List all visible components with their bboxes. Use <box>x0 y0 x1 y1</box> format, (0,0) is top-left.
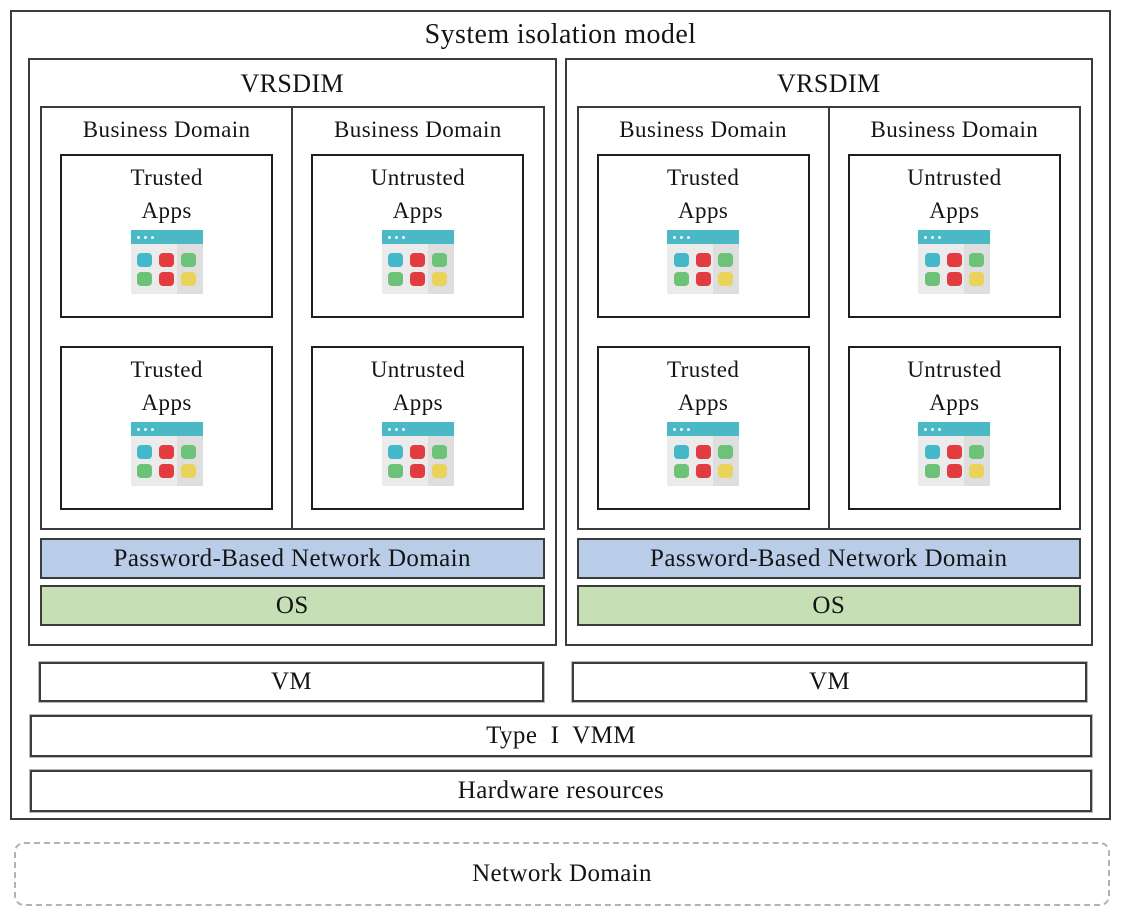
trusted-apps-box: Trusted Apps <box>596 154 810 318</box>
os-bar: OS <box>576 585 1081 626</box>
app-window-grid-icon <box>667 422 740 486</box>
business-domain-label: Business Domain <box>870 117 1039 142</box>
untrusted-apps-box: Untrusted Apps <box>847 154 1061 318</box>
os-bar: OS <box>40 585 545 626</box>
trusted-apps-box: Trusted Apps <box>60 346 274 510</box>
app-box-label: Trusted Apps <box>667 357 740 415</box>
business-domain-label: Business Domain <box>619 117 787 142</box>
business-domain-trusted: Business Domain Trusted Apps Trusted A <box>42 108 291 528</box>
app-box-label: Untrusted Apps <box>907 357 1002 415</box>
diagram-title: System isolation model <box>424 19 697 50</box>
app-box-label: Untrusted Apps <box>907 165 1002 223</box>
vm-box-2: VM <box>572 662 1087 702</box>
untrusted-apps-box: Untrusted Apps <box>311 346 525 510</box>
app-window-grid-icon <box>381 230 454 294</box>
vrsdim-label: VRSDIM <box>776 69 881 98</box>
business-domain-untrusted: Business Domain Untrusted Apps Untrust <box>827 108 1079 528</box>
business-domain-label: Business Domain <box>82 117 251 142</box>
hardware-resources-bar: Hardware resources <box>30 770 1092 812</box>
business-domain-untrusted: Business Domain Untrusted Apps Untrust <box>291 108 542 528</box>
app-window-grid-icon <box>667 230 740 294</box>
business-domain-container: Business Domain Trusted Apps Trusted A <box>576 106 1081 530</box>
untrusted-apps-box: Untrusted Apps <box>847 346 1061 510</box>
app-box-label: Trusted Apps <box>130 165 203 223</box>
trusted-apps-box: Trusted Apps <box>596 346 810 510</box>
trusted-apps-box: Trusted Apps <box>60 154 274 318</box>
business-domain-trusted: Business Domain Trusted Apps Trusted A <box>579 108 828 528</box>
app-window-grid-icon <box>918 422 991 486</box>
password-network-domain-bar: Password-Based Network Domain <box>40 538 545 579</box>
untrusted-apps-box: Untrusted Apps <box>311 154 525 318</box>
vm-row: VM VM <box>12 662 1109 702</box>
vrsdim-label: VRSDIM <box>240 69 345 98</box>
password-network-domain-bar: Password-Based Network Domain <box>576 538 1081 579</box>
app-box-label: Untrusted Apps <box>370 165 466 223</box>
app-window-grid-icon <box>130 230 203 294</box>
network-domain-box: Network Domain <box>14 842 1110 906</box>
vrsdim-box-1: VRSDIM Business Domain Trusted Apps <box>28 58 557 646</box>
business-domain-container: Business Domain Trusted Apps Trusted A <box>40 106 545 530</box>
app-window-grid-icon <box>130 422 203 486</box>
business-domain-label: Business Domain <box>334 117 502 142</box>
app-window-grid-icon <box>918 230 991 294</box>
app-box-label: Trusted Apps <box>667 165 740 223</box>
type1-vmm-bar: Type I VMM <box>30 715 1092 757</box>
vrsdim-box-2: VRSDIM Business Domain Trusted Apps <box>564 58 1093 646</box>
app-window-grid-icon <box>381 422 454 486</box>
vrsdim-row: VRSDIM Business Domain Trusted Apps <box>28 58 1093 646</box>
app-box-label: Trusted Apps <box>130 357 203 415</box>
app-box-label: Untrusted Apps <box>370 357 466 415</box>
vm-box-1: VM <box>39 662 544 702</box>
system-isolation-model-box: System isolation model VRSDIM Business D… <box>10 10 1111 820</box>
